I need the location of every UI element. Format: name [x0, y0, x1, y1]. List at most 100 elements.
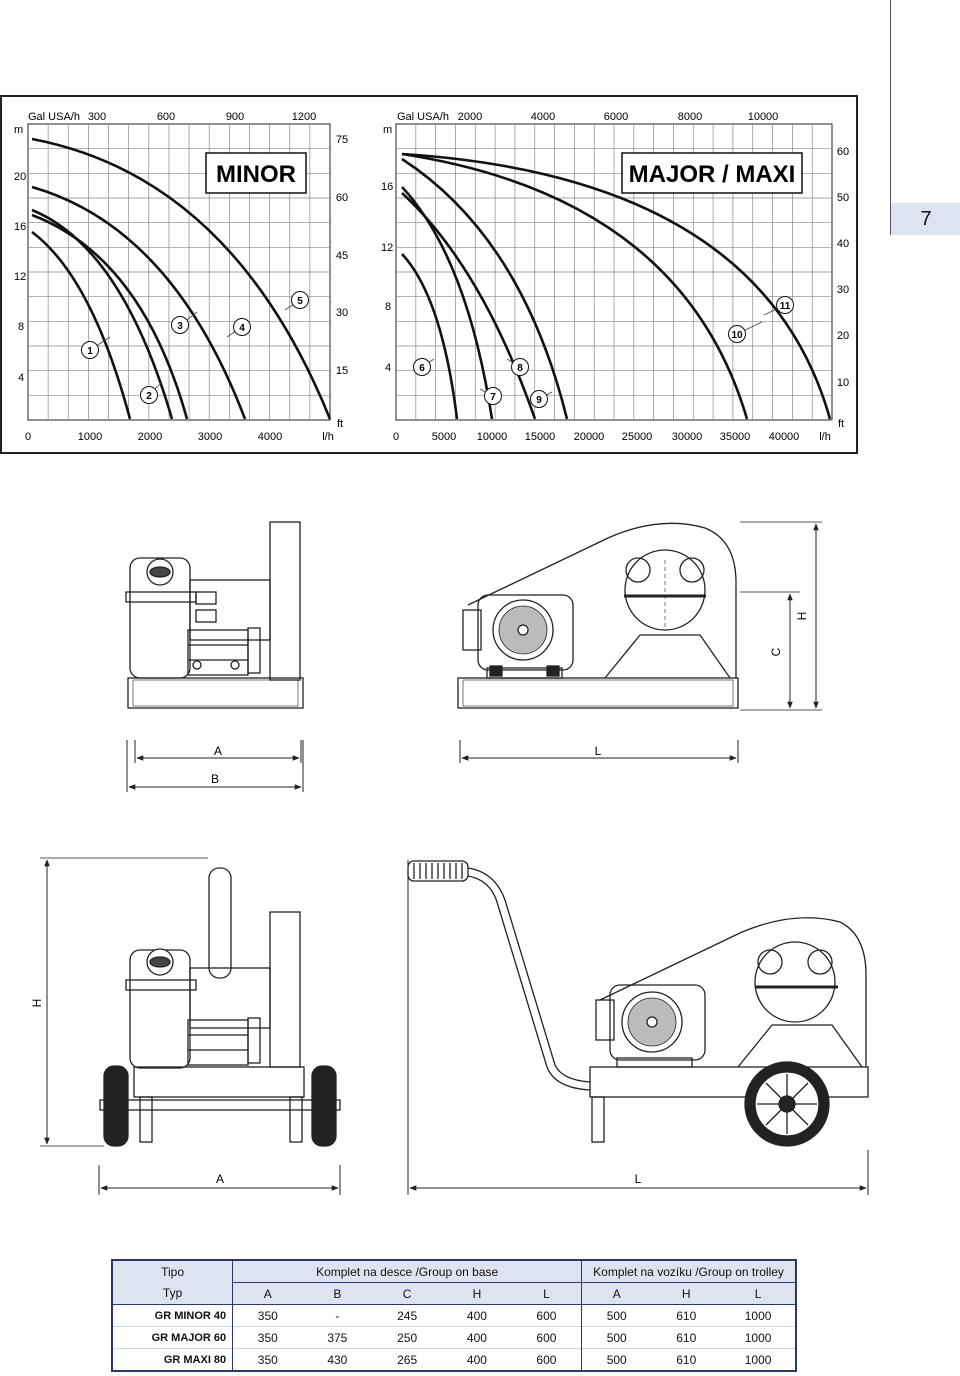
minor-top-tick: 300 — [88, 111, 106, 123]
column-header: B — [302, 1282, 373, 1305]
page-number-tab: 7 — [890, 203, 960, 235]
base-front-dim-b: B — [211, 772, 219, 786]
trolley-front-view — [99, 867, 341, 1147]
major-bottom-tick: 10000 — [477, 431, 508, 443]
major-top-tick: 10000 — [748, 111, 779, 123]
curve-badge — [728, 325, 746, 343]
minor-top-tick: 1200 — [292, 111, 316, 123]
base-side-dim-h: H — [795, 612, 809, 621]
minor-top-tick: 900 — [226, 111, 244, 123]
curve-badge — [511, 358, 529, 376]
major-title-box: MAJOR / MAXI — [621, 152, 803, 194]
table-cell: 350 — [232, 1348, 303, 1371]
minor-axis-labels: m Gal USA/h 300 600 900 1200 20 16 12 8 … — [14, 111, 348, 443]
page-edge-line — [890, 0, 891, 234]
major-bottom-unit: l/h — [819, 431, 831, 443]
curve-badge — [171, 316, 189, 334]
table-cell: 430 — [302, 1348, 373, 1371]
minor-top-unit: Gal USA/h — [28, 111, 80, 123]
pump-curve — [31, 230, 132, 420]
major-axis-labels: m Gal USA/h 2000 4000 6000 8000 10000 16… — [381, 111, 849, 443]
table-cell: 600 — [511, 1348, 582, 1371]
minor-top-tick: 600 — [157, 111, 175, 123]
curve-label: 10 — [731, 330, 743, 341]
minor-y-right-tick: 45 — [336, 250, 348, 262]
pump-curve — [31, 213, 189, 420]
major-top-tick: 2000 — [458, 111, 482, 123]
minor-y-right-tick: 15 — [336, 365, 348, 377]
curve-label: 6 — [419, 363, 425, 374]
major-y-right-tick: 60 — [837, 146, 849, 158]
minor-y-left-tick: 20 — [14, 171, 26, 183]
table-cell: 245 — [397, 1308, 418, 1323]
typ-label: Typ — [112, 1282, 233, 1305]
curve-badge — [484, 387, 502, 405]
table-header-row: Tipo Komplet na desce /Group on base Kom… — [112, 1260, 796, 1283]
major-y-left-tick: 16 — [381, 181, 393, 193]
major-bottom-tick: 5000 — [432, 431, 456, 443]
table-cell: 500 — [581, 1348, 652, 1371]
major-bottom-tick: 35000 — [720, 431, 751, 443]
major-y-right-tick: 10 — [837, 377, 849, 389]
table-row: GR MAXI 80 350 430 265 400 600 500 610 1… — [112, 1348, 796, 1371]
major-top-tick: 4000 — [531, 111, 555, 123]
column-header: A — [232, 1282, 303, 1305]
table-cell: 400 — [442, 1348, 512, 1371]
trolley-front-dim-h: H — [30, 999, 44, 1008]
trolley-front-dim-a: A — [216, 1172, 224, 1186]
major-bottom-tick: 40000 — [769, 431, 800, 443]
curve-label: 1 — [87, 346, 93, 357]
base-side-view — [457, 522, 739, 709]
base-front-view — [125, 521, 304, 709]
minor-y-right-tick: 75 — [336, 134, 348, 146]
curve-badge — [776, 296, 794, 314]
minor-title-box: MINOR — [205, 152, 307, 194]
curve-label: 8 — [517, 363, 523, 374]
table-cell: 600 — [511, 1326, 582, 1349]
curve-badge — [233, 318, 251, 336]
major-y-right-tick: 40 — [837, 238, 849, 250]
table-cell: 350 — [232, 1304, 303, 1327]
pump-curve — [401, 186, 494, 420]
row-name: GR MAXI 80 — [112, 1348, 233, 1371]
curve-badge — [413, 358, 431, 376]
row-name: GR MINOR 40 — [154, 1309, 227, 1322]
table-row: GR MAJOR 60 350 375 250 400 600 500 610 … — [112, 1326, 796, 1349]
major-bottom-tick: 25000 — [622, 431, 653, 443]
spec-table: Tipo Komplet na desce /Group on base Kom… — [111, 1259, 797, 1372]
pump-curve — [31, 208, 174, 420]
curve-label: 11 — [780, 301, 791, 312]
major-y-left-unit: m — [383, 124, 392, 136]
pump-curve — [401, 253, 459, 420]
curve-badge — [81, 341, 99, 359]
major-bottom-tick: 15000 — [525, 431, 556, 443]
table-cell: 250 — [372, 1326, 443, 1349]
major-top-tick: 6000 — [604, 111, 628, 123]
table-cell: 1000 — [721, 1348, 796, 1371]
table-cell: 350 — [232, 1326, 303, 1349]
major-top-unit: Gal USA/h — [397, 111, 449, 123]
pump-curve — [31, 137, 332, 420]
minor-bottom-tick: 4000 — [258, 431, 282, 443]
curve-label: 3 — [177, 321, 183, 332]
major-y-left-tick: 12 — [381, 242, 393, 254]
column-header: H — [651, 1282, 722, 1305]
minor-title: MINOR — [216, 161, 296, 188]
table-row: GR MINOR 40 350 - 245 400 600 500 610 10… — [112, 1304, 796, 1327]
minor-bottom-tick: 2000 — [138, 431, 162, 443]
table-cell: 610 — [651, 1326, 722, 1349]
table-cell: 265 — [372, 1348, 443, 1371]
major-y-right-unit: ft — [838, 418, 844, 430]
column-header: C — [372, 1282, 443, 1305]
minor-y-left-tick: 12 — [14, 271, 26, 283]
page-number: 7 — [920, 208, 932, 230]
minor-y-right-tick: 30 — [336, 307, 348, 319]
table-cell: 500 — [581, 1304, 652, 1327]
major-bottom-tick: 30000 — [672, 431, 703, 443]
base-front-dimensions: A B — [126, 740, 304, 792]
pump-curve — [401, 152, 749, 420]
table-cell: 610 — [651, 1348, 722, 1371]
group-trolley-header: Komplet na vozíku /Group on trolley — [581, 1260, 796, 1283]
